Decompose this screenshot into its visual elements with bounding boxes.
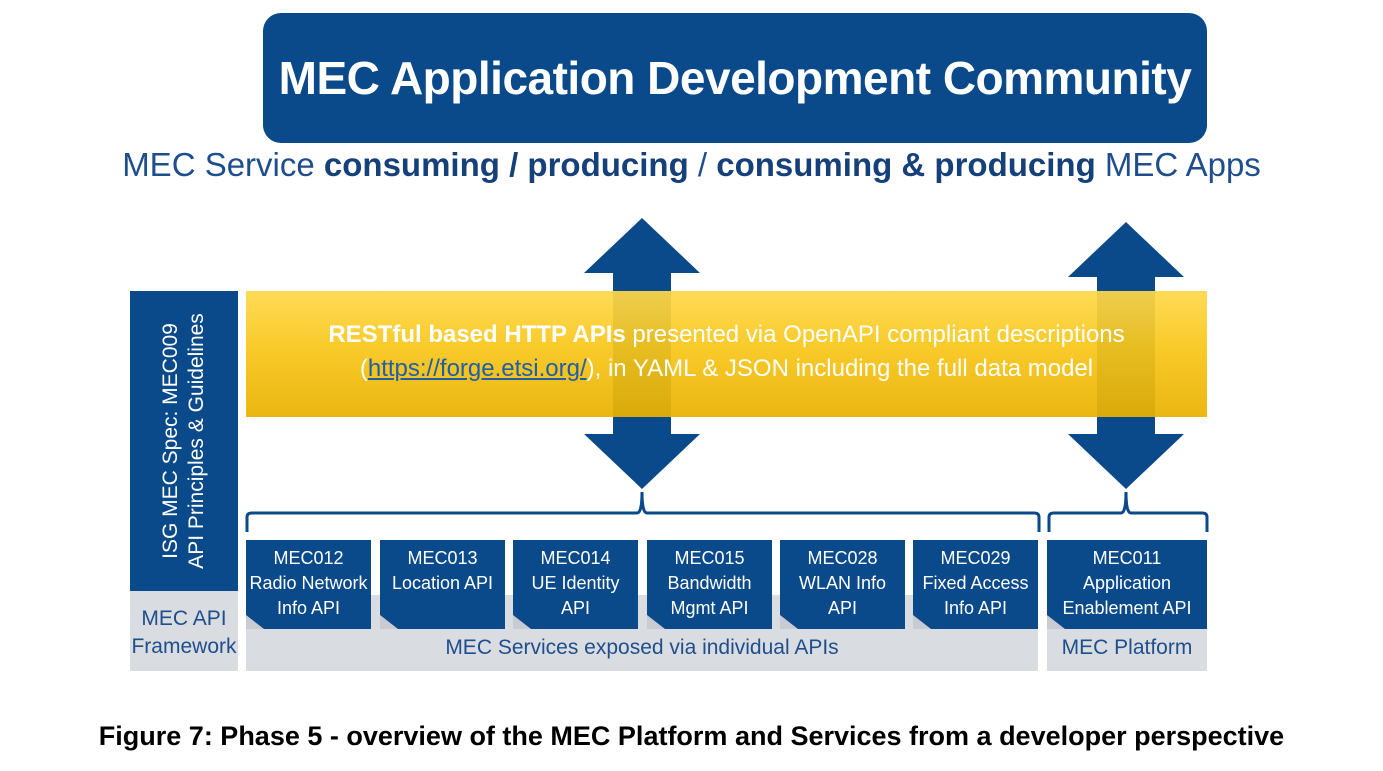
api-name-line1: WLAN Info — [798, 573, 887, 593]
framework-base — [130, 591, 238, 671]
forge-link[interactable]: https://forge.etsi.org/ — [367, 355, 587, 382]
subtitle: MEC Service consuming / producing / cons… — [0, 146, 1383, 184]
api-name-line2: Info API — [943, 598, 1008, 618]
services-label: MEC Services exposed via individual APIs — [445, 636, 839, 659]
services-brace — [245, 491, 1041, 532]
api-box-mec013: MEC013 Location API — [380, 540, 505, 629]
api-name-line1: Location API — [391, 573, 494, 593]
api-name-line1: Application — [1082, 573, 1172, 593]
community-title: MEC Application Development Community — [278, 52, 1192, 104]
platform-label: MEC Platform — [1061, 636, 1193, 659]
figure-caption: Figure 7: Phase 5 - overview of the MEC … — [98, 721, 1285, 751]
framework-label: MEC API Framework — [130, 605, 238, 661]
restful-line1-rest: presented via OpenAPI compliant descript… — [625, 321, 1125, 348]
api-id: MEC011 — [1092, 548, 1162, 568]
framework-label-line1: MEC API — [141, 607, 227, 630]
api-name-line1: UE Identity — [531, 573, 620, 593]
api-id: MEC013 — [407, 548, 478, 568]
restful-bold: RESTful based HTTP APIs — [328, 321, 626, 348]
restful-line2: (https://forge.etsi.org/), in YAML & JSO… — [246, 352, 1207, 386]
open-paren: ( — [359, 355, 368, 382]
framework-label-line2: Framework — [131, 635, 237, 658]
subtitle-both: consuming & producing — [716, 146, 1096, 183]
api-name-line1: Bandwidth — [667, 573, 752, 593]
restful-line1: RESTful based HTTP APIs presented via Op… — [246, 318, 1207, 352]
api-id: MEC012 — [273, 548, 344, 568]
api-id: MEC028 — [807, 548, 878, 568]
framework-bar — [130, 291, 238, 591]
community-box: MEC Application Development Community — [263, 13, 1207, 143]
api-name-line1: Fixed Access — [922, 573, 1029, 593]
api-name-line2: API — [560, 598, 590, 618]
api-name-line2: Enablement API — [1062, 598, 1192, 618]
platform-brace — [1047, 491, 1209, 532]
api-box-mec029: MEC029 Fixed Access Info API — [913, 540, 1038, 629]
arrow-right-down — [1068, 434, 1184, 489]
services-base — [246, 595, 1038, 671]
subtitle-part2: MEC Apps — [1095, 146, 1261, 183]
arrow-left-down — [584, 434, 700, 489]
restful-banner — [246, 291, 1207, 417]
api-box-mec011: MEC011 Application Enablement API — [1047, 540, 1207, 629]
api-box-mec012: MEC012 Radio Network Info API — [246, 540, 371, 629]
api-name-line2: Mgmt API — [670, 598, 749, 618]
subtitle-consuming: consuming / producing — [323, 146, 689, 183]
arrow-left-up — [584, 218, 700, 300]
api-id: MEC015 — [674, 548, 745, 568]
api-name-line2: API — [827, 598, 857, 618]
subtitle-sep: / — [688, 146, 717, 183]
api-id: MEC029 — [940, 548, 1011, 568]
api-box-mec014: MEC014 UE Identity API — [513, 540, 638, 629]
api-box-mec015: MEC015 Bandwidth Mgmt API — [647, 540, 772, 629]
api-name-line1: Radio Network — [249, 573, 368, 593]
arrow-right-up — [1068, 222, 1184, 300]
subtitle-part1: MEC Service — [122, 146, 324, 183]
restful-description: RESTful based HTTP APIs presented via Op… — [246, 318, 1207, 386]
api-id: MEC014 — [540, 548, 611, 568]
api-name-line2: Info API — [276, 598, 341, 618]
api-box-mec028: MEC028 WLAN Info API — [780, 540, 905, 629]
restful-line2-rest: ), in YAML & JSON including the full dat… — [586, 355, 1094, 382]
